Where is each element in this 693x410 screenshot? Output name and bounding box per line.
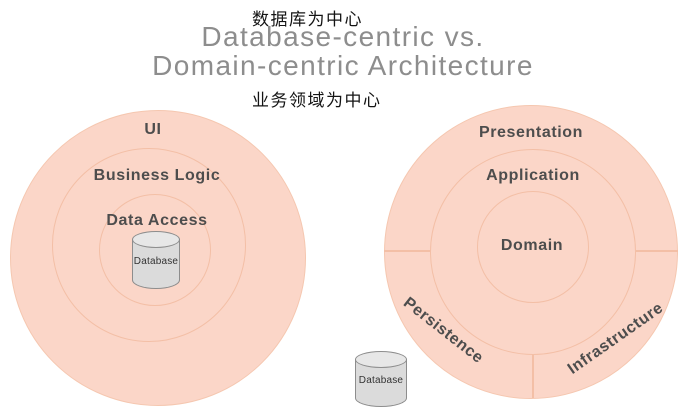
- label-ui: UI: [144, 121, 162, 138]
- title-line-1: Database-centric vs.: [201, 21, 485, 52]
- label-business-logic: Business Logic: [93, 167, 221, 184]
- sector-divider-bottom: [532, 355, 534, 398]
- title-line-2: Domain-centric Architecture: [152, 50, 534, 81]
- label-presentation: Presentation: [478, 124, 584, 141]
- database-label: Database: [133, 255, 179, 267]
- sector-divider-right: [636, 250, 678, 252]
- database-cylinder-external: Database: [355, 351, 407, 407]
- label-application: Application: [486, 167, 580, 184]
- database-label: Database: [358, 374, 404, 386]
- right-inner-ring: [477, 191, 589, 303]
- label-domain: Domain: [500, 237, 564, 254]
- database-cylinder-top-icon: [355, 351, 407, 368]
- subtitle-domain-centric-cn: 业务领域为中心: [252, 91, 382, 110]
- page-title: Database-centric vs. Domain-centric Arch…: [100, 22, 586, 80]
- label-data-access: Data Access: [106, 212, 208, 229]
- database-cylinder-top-icon: [132, 231, 180, 248]
- left-middle-ring: [52, 148, 246, 342]
- right-middle-ring: [430, 149, 636, 355]
- subtitle-database-centric-cn: 数据库为中心: [252, 10, 363, 29]
- database-cylinder-center: Database: [132, 231, 180, 289]
- sector-divider-left: [384, 250, 431, 252]
- left-inner-ring: [99, 194, 211, 306]
